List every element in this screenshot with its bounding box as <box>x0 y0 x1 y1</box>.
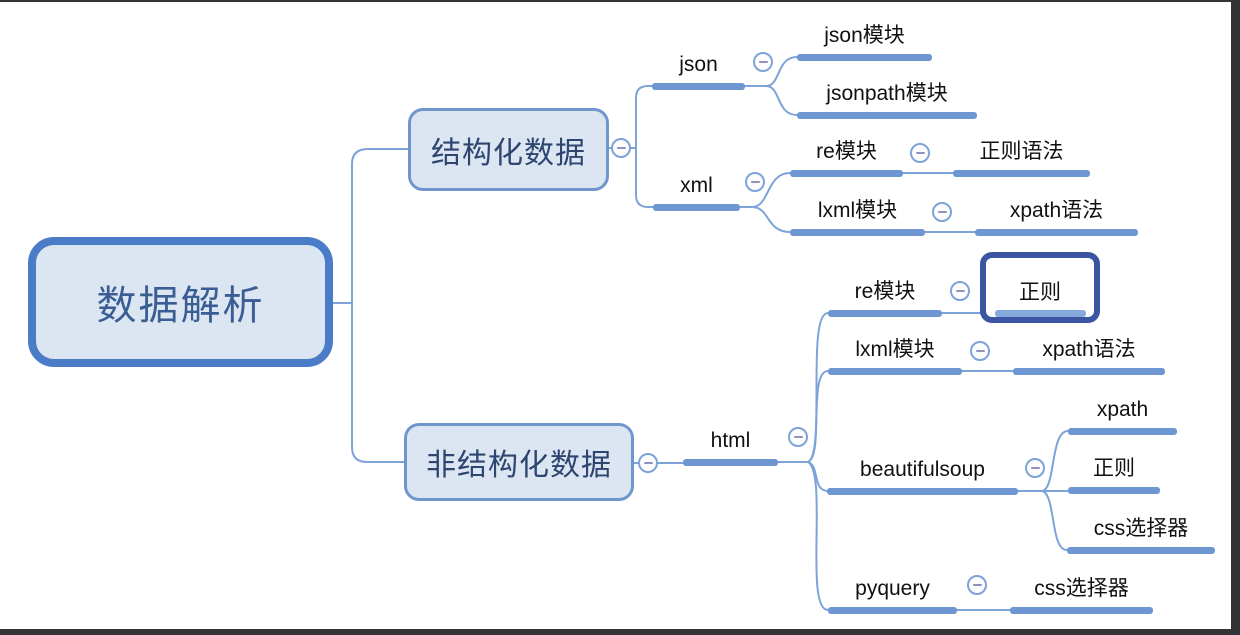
collapse-icon-pyquery[interactable] <box>967 575 987 595</box>
collapse-icon-structured-data[interactable] <box>611 138 631 158</box>
topic-regex-syntax-xml[interactable]: 正则语法 <box>953 138 1090 177</box>
topic-label: pyquery <box>855 577 930 600</box>
topic-beautifulsoup[interactable]: beautifulsoup <box>827 456 1018 495</box>
collapse-icon-re-module-html[interactable] <box>950 281 970 301</box>
topic-label: 正则 <box>1093 457 1135 480</box>
topic-bs-regex[interactable]: 正则 <box>1068 455 1160 494</box>
topic-underline <box>828 607 957 614</box>
collapse-icon-lxml-module-xml[interactable] <box>932 202 952 222</box>
topic-label: css选择器 <box>1034 577 1129 600</box>
topic-pyquery-css-selector[interactable]: css选择器 <box>1010 575 1153 614</box>
topic-underline <box>1067 547 1215 554</box>
topic-underline <box>683 459 778 466</box>
topic-label: re模块 <box>854 280 916 303</box>
minus-glyph <box>972 584 982 586</box>
minus-glyph <box>915 152 925 154</box>
minus-glyph <box>955 290 965 292</box>
topic-label: html <box>710 429 751 452</box>
collapse-icon-beautifulsoup[interactable] <box>1025 458 1045 478</box>
topic-label: xpath语法 <box>1042 338 1136 361</box>
topic-underline <box>828 368 962 375</box>
screen-edge-bottom <box>0 629 1231 635</box>
topic-underline <box>797 112 977 119</box>
topic-label: xpath <box>1096 398 1149 421</box>
topic-label: re模块 <box>816 140 877 163</box>
collapse-icon-xml[interactable] <box>745 172 765 192</box>
topic-json[interactable]: json <box>652 51 745 90</box>
root-node-data-parsing[interactable]: 数据解析 <box>28 237 333 367</box>
topic-json-module[interactable]: json模块 <box>797 22 932 61</box>
minus-glyph <box>1030 467 1040 469</box>
collapse-icon-lxml-module-html[interactable] <box>970 341 990 361</box>
collapse-icon-re-module-xml[interactable] <box>910 143 930 163</box>
topic-underline <box>828 310 942 317</box>
topic-bs-xpath[interactable]: xpath <box>1068 396 1177 435</box>
topic-label: beautifulsoup <box>860 458 985 481</box>
topic-underline <box>652 83 745 90</box>
topic-xpath-syntax-html[interactable]: xpath语法 <box>1013 336 1165 375</box>
topic-underline <box>1013 368 1165 375</box>
topic-regex-selected[interactable]: 正则 <box>980 252 1100 323</box>
topic-label: json模块 <box>824 24 905 47</box>
topic-pyquery[interactable]: pyquery <box>828 575 957 614</box>
minus-glyph <box>975 350 985 352</box>
screen-edge-top <box>0 0 1240 2</box>
screen-edge-right <box>1231 0 1240 635</box>
topic-underline <box>1010 607 1153 614</box>
topic-underline <box>797 54 932 61</box>
node-structured-data[interactable]: 结构化数据 <box>408 108 609 191</box>
topic-label: lxml模块 <box>855 338 935 361</box>
topic-label: jsonpath模块 <box>826 82 948 105</box>
minus-glyph <box>758 61 768 63</box>
topic-xpath-syntax-xml[interactable]: xpath语法 <box>975 197 1138 236</box>
collapse-icon-unstructured-data[interactable] <box>638 453 658 473</box>
topic-underline <box>790 229 925 236</box>
topic-label: xml <box>680 174 713 197</box>
minus-glyph <box>643 462 653 464</box>
topic-label: lxml模块 <box>817 199 898 222</box>
minus-glyph <box>793 436 803 438</box>
minus-glyph <box>750 181 760 183</box>
topic-re-module-xml[interactable]: re模块 <box>790 138 903 177</box>
topic-underline <box>953 170 1090 177</box>
collapse-icon-html[interactable] <box>788 427 808 447</box>
node-label: 非结构化数据 <box>426 449 612 482</box>
minus-glyph <box>616 147 626 149</box>
root-label: 数据解析 <box>96 284 265 328</box>
topic-underline <box>994 310 1086 317</box>
topic-underline <box>1068 428 1177 435</box>
topic-bs-css-selector[interactable]: css选择器 <box>1067 515 1215 554</box>
topic-jsonpath-module[interactable]: jsonpath模块 <box>797 80 977 119</box>
topic-re-module-html[interactable]: re模块 <box>828 278 942 317</box>
minus-glyph <box>937 211 947 213</box>
topic-label: 正则 <box>1019 281 1061 304</box>
topic-html[interactable]: html <box>683 427 778 466</box>
topic-underline <box>827 488 1018 495</box>
topic-lxml-module-html[interactable]: lxml模块 <box>828 336 962 375</box>
topic-xml[interactable]: xml <box>653 172 740 211</box>
topic-label: css选择器 <box>1093 517 1189 540</box>
topic-label: json <box>679 53 718 76</box>
node-unstructured-data[interactable]: 非结构化数据 <box>404 423 634 501</box>
topic-label: 正则语法 <box>979 140 1064 163</box>
topic-underline <box>1068 487 1160 494</box>
collapse-icon-json[interactable] <box>753 52 773 72</box>
topic-underline <box>790 170 903 177</box>
topic-underline <box>975 229 1138 236</box>
topic-underline <box>653 204 740 211</box>
topic-lxml-module-xml[interactable]: lxml模块 <box>790 197 925 236</box>
topic-label: xpath语法 <box>1009 199 1104 222</box>
node-label: 结构化数据 <box>431 136 586 170</box>
